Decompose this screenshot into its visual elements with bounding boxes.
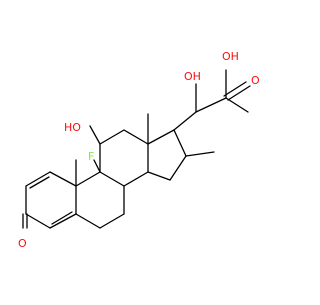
fluorine-label: F <box>88 150 94 163</box>
ring-a <box>22 171 77 229</box>
molecule-canvas: O F HO OH O OH <box>18 50 260 250</box>
hydroxyl-c11-label: HO <box>64 121 81 134</box>
ring-c <box>99 129 149 187</box>
carboxyl-hydroxyl-label: OH <box>222 50 239 63</box>
hydroxyl-side-label: OH <box>184 70 201 83</box>
carboxyl-oxygen-label: O <box>251 74 260 87</box>
ketone-oxygen-label: O <box>18 237 27 250</box>
ring-b <box>75 171 125 229</box>
molecule-structure: O F HO OH O OH <box>18 50 260 250</box>
ring-d <box>147 129 187 181</box>
substituent-bonds <box>75 69 251 187</box>
